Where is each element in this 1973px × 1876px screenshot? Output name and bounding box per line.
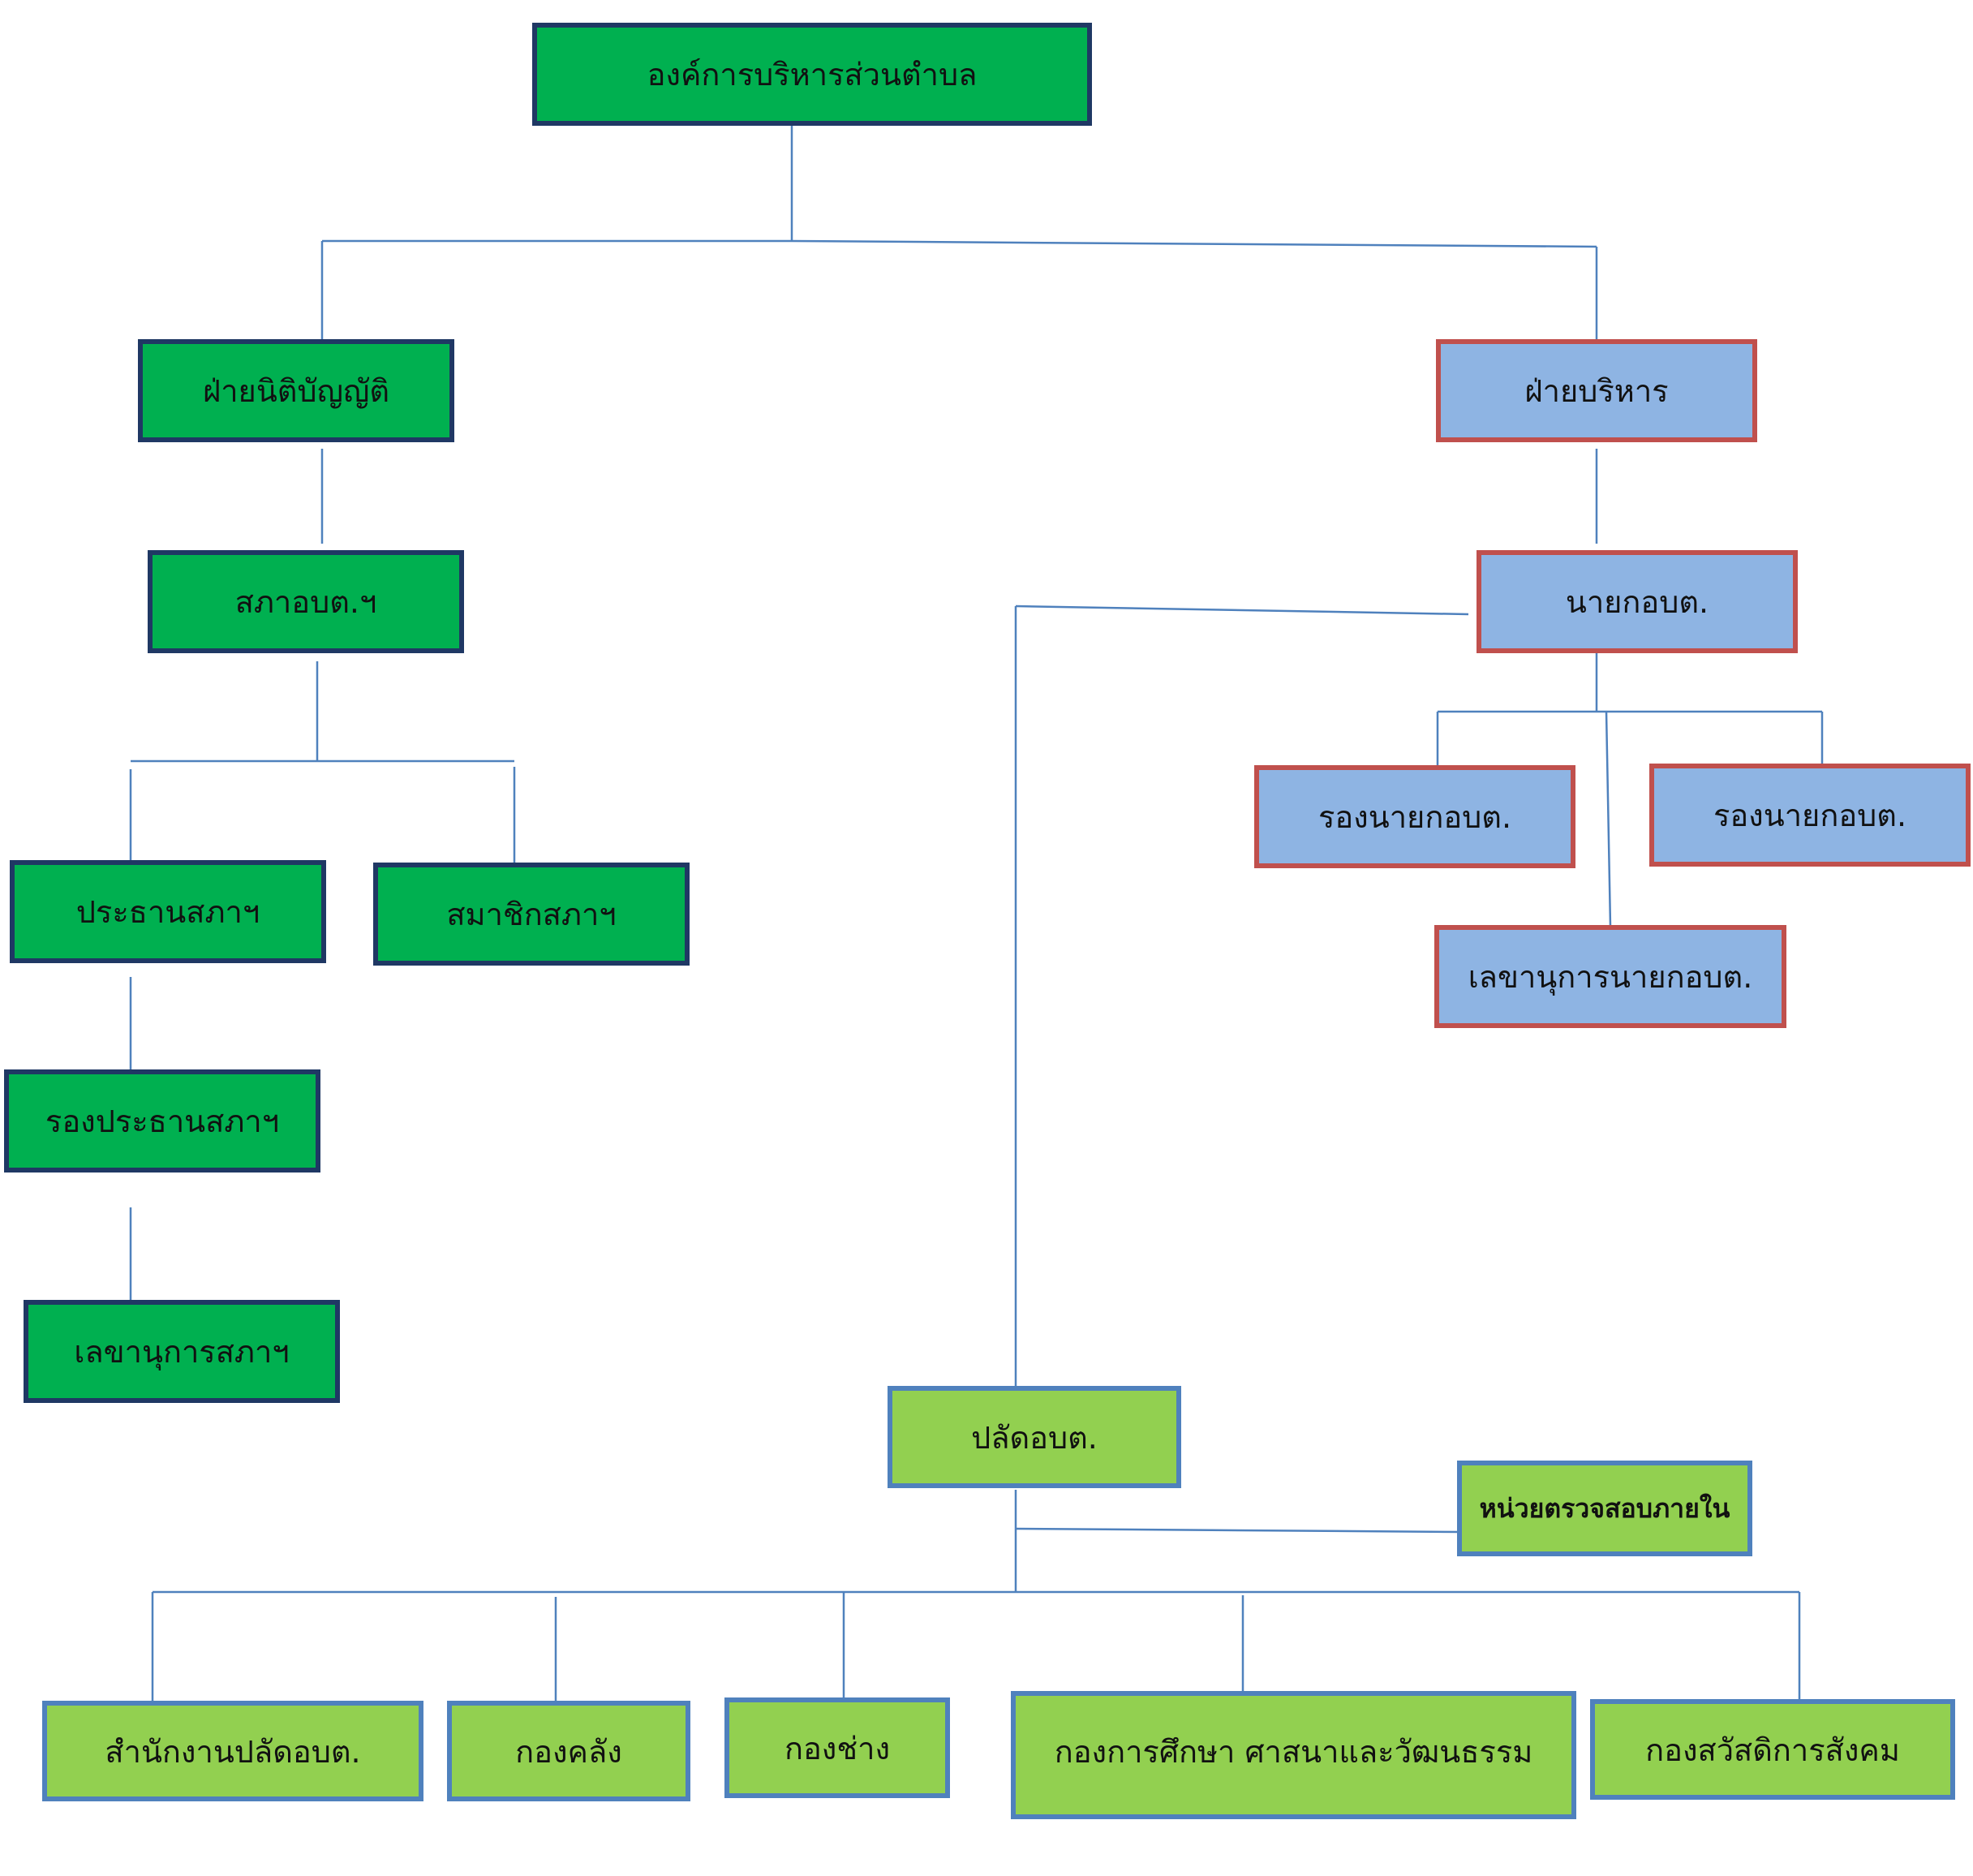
internal-audit-box: หน่วยตรวจสอบภายใน [1457, 1461, 1752, 1556]
division-label: สำนักงานปลัดอบต. [105, 1733, 361, 1770]
vice-chairman-label: รองประธานสภาฯ [45, 1104, 280, 1139]
vice-chairman-box: รองประธานสภาฯ [4, 1069, 320, 1172]
connector [791, 239, 1597, 248]
council-secretary-box: เลขานุการสภาฯ [24, 1300, 340, 1403]
members-label: สมาชิกสภาฯ [446, 897, 617, 932]
root-label: องค์การบริหารส่วนตำบล [647, 57, 978, 93]
mayor-secretary-label: เลขานุการนายกอบต. [1468, 959, 1753, 995]
executive-box: ฝ่ายบริหาร [1436, 339, 1757, 442]
connector [1605, 711, 1612, 927]
mayor-box: นายกอบต. [1477, 550, 1798, 653]
council-secretary-label: เลขานุการสภาฯ [74, 1334, 290, 1370]
legislative-label: ฝ่ายนิติบัญญัติ [202, 373, 390, 409]
deputy-mayor-right-box: รองนายกอบต. [1649, 764, 1971, 867]
division-box: กองสวัสดิการสังคม [1590, 1699, 1955, 1800]
council-label: สภาอบต.ฯ [234, 584, 377, 620]
root-box: องค์การบริหารส่วนตำบล [532, 23, 1092, 126]
permanent-secretary-label: ปลัดอบต. [971, 1419, 1098, 1456]
chairman-box: ประธานสภาฯ [10, 860, 326, 963]
deputy-mayor-left-label: รองนายกอบต. [1317, 799, 1512, 835]
division-box: กองการศึกษา ศาสนาและวัฒนธรรม [1011, 1691, 1576, 1819]
chairman-label: ประธานสภาฯ [75, 894, 260, 930]
mayor-label: นายกอบต. [1565, 584, 1709, 620]
division-box: กองช่าง [724, 1697, 950, 1798]
deputy-mayor-right-label: รองนายกอบต. [1713, 798, 1907, 833]
division-label: กองคลัง [515, 1733, 622, 1770]
members-box: สมาชิกสภาฯ [373, 863, 690, 966]
connector [1015, 1527, 1463, 1534]
division-label: กองสวัสดิการสังคม [1645, 1732, 1900, 1768]
legislative-box: ฝ่ายนิติบัญญัติ [138, 339, 454, 442]
division-box: สำนักงานปลัดอบต. [42, 1701, 423, 1801]
executive-label: ฝ่ายบริหาร [1524, 373, 1669, 409]
permanent-secretary-box: ปลัดอบต. [888, 1386, 1181, 1488]
council-box: สภาอบต.ฯ [148, 550, 464, 653]
division-box: กองคลัง [447, 1701, 690, 1801]
mayor-secretary-box: เลขานุการนายกอบต. [1434, 925, 1786, 1028]
division-label: กองการศึกษา ศาสนาและวัฒนธรรม [1054, 1734, 1533, 1770]
connector [1015, 605, 1469, 616]
deputy-mayor-left-box: รองนายกอบต. [1254, 765, 1575, 868]
internal-audit-label: หน่วยตรวจสอบภายใน [1479, 1492, 1730, 1524]
division-label: กองช่าง [784, 1730, 891, 1766]
